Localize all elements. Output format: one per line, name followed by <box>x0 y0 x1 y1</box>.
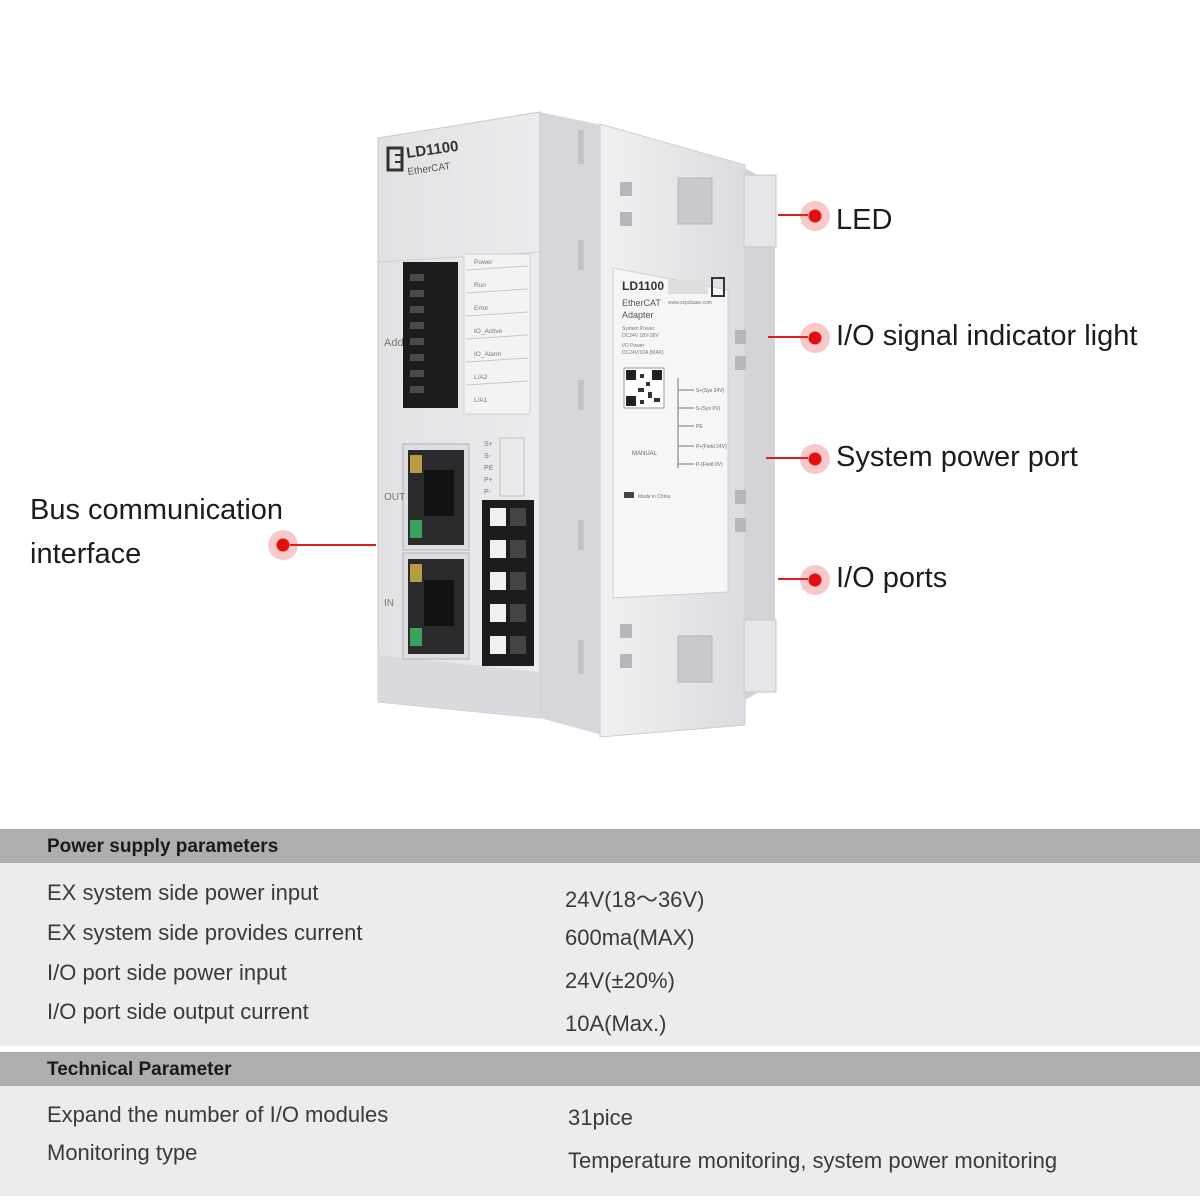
callout-line-bus <box>290 544 376 546</box>
rj45-port-out[interactable] <box>402 443 470 551</box>
callout-line-system-power <box>766 457 808 459</box>
side-terminal-label-1: S-(Sys 0V) <box>696 406 721 412</box>
terminal-label-p-plus: P+ <box>484 477 493 484</box>
technical-section-body: Expand the number of I/O modules 31pice … <box>0 1086 1200 1196</box>
side-terminal-label-4: P-(Field 0V) <box>696 462 723 468</box>
front-logo-icon <box>386 146 404 172</box>
side-label-small4: DC24V/10A (MAX) <box>622 350 664 356</box>
side-label-small3: I/O Power <box>622 343 645 349</box>
qr-code-icon <box>623 367 665 409</box>
callout-system-power: System power port <box>836 441 1078 473</box>
power-section-title: Power supply parameters <box>47 836 279 857</box>
side-label-made: Made in China <box>638 494 670 500</box>
side-label-line1: EtherCAT <box>622 298 661 308</box>
callout-bus-line2: interface <box>30 538 142 570</box>
side-label-line2: Adapter <box>622 310 654 320</box>
technical-row-1-label: Monitoring type <box>47 1140 198 1165</box>
brand-badge <box>668 280 708 294</box>
side-terminal-label-3: P+(Field 24V) <box>696 444 727 450</box>
callout-line-io-ports <box>778 578 808 580</box>
power-row-2-value: 24V(±20%) <box>565 968 675 993</box>
port-out-green-led <box>410 520 422 538</box>
port-in-amber-led <box>410 564 422 582</box>
side-label-manual: MANUAL <box>632 451 658 457</box>
callout-line-io-indicator <box>768 336 808 338</box>
power-row-0-value: 24V(18～36V) <box>565 887 705 912</box>
led-label-power: Power <box>474 259 493 266</box>
address-dip-switch[interactable] <box>403 262 458 408</box>
callout-dot-io-indicator <box>800 323 830 353</box>
terminal-label-s-minus: S- <box>484 453 492 460</box>
terminal-label-p-minus: P- <box>484 489 492 496</box>
side-label-sticker: LD1100 EtherCAT Adapter System Power DC2… <box>612 267 729 599</box>
port-in-label: IN <box>384 598 394 609</box>
technical-row-1-value: Temperature monitoring, system power mon… <box>568 1148 1058 1173</box>
callout-dot-system-power <box>800 444 830 474</box>
callout-bus-line1: Bus communication <box>30 494 284 526</box>
power-row-1-value: 600ma(MAX) <box>565 925 695 950</box>
terminal-label-s-plus: S+ <box>484 441 493 448</box>
callout-line-led <box>778 214 808 216</box>
led-label-io-active: IO_Active <box>474 328 503 335</box>
technical-row-0-value: 31pice <box>568 1105 633 1130</box>
side-terminal-label-2: PE <box>696 424 703 430</box>
side-label-small1: System Power <box>622 326 655 332</box>
callout-led: LED <box>836 204 893 236</box>
technical-row-0-label: Expand the number of I/O modules <box>47 1102 389 1127</box>
port-in-green-led <box>410 628 422 646</box>
led-label-io-alarm: IO_Alarm <box>474 351 501 358</box>
address-label: Add <box>384 337 404 349</box>
power-section-header: Power supply parameters <box>0 829 1200 863</box>
power-row-2-label: I/O port side power input <box>47 960 287 985</box>
callout-io-indicator: I/O signal indicator light <box>836 320 1138 352</box>
side-label-small2: DC24V 18V-36V <box>622 333 659 339</box>
power-row-1-label: EX system side provides current <box>47 920 363 945</box>
led-label-la2: L/A2 <box>474 374 488 381</box>
port-out-label: OUT <box>384 492 405 503</box>
terminal-label-pe: PE <box>484 465 494 472</box>
ce-mark-icon <box>624 492 634 498</box>
led-label-error: Error <box>474 305 489 312</box>
side-label-site: www.szpcbase.com <box>668 300 712 306</box>
power-row-0-label: EX system side power input <box>47 880 319 905</box>
side-logo-icon <box>711 277 725 297</box>
callout-dot-led <box>800 201 830 231</box>
power-row-3-value: 10A(Max.) <box>565 1011 667 1036</box>
power-section-body: EX system side power input 24V(18～36V) E… <box>0 863 1200 1046</box>
led-label-la1: L/A1 <box>474 397 488 404</box>
technical-section-header: Technical Parameter <box>0 1052 1200 1086</box>
module-front-panel: LD1100 EtherCAT Add <box>377 111 541 719</box>
port-out-amber-led <box>410 455 422 473</box>
io-terminal-block[interactable] <box>482 500 534 666</box>
callout-io-ports: I/O ports <box>836 562 948 594</box>
rj45-port-in[interactable] <box>402 552 470 660</box>
technical-section-title: Technical Parameter <box>47 1059 232 1080</box>
power-row-3-label: I/O port side output current <box>47 999 309 1024</box>
led-label-run: Run <box>474 282 486 289</box>
side-terminal-label-0: S+(Sys 24V) <box>696 388 725 394</box>
product-illustration: LD1100 EtherCAT Adapter System Power DC2… <box>377 111 777 738</box>
led-indicator-strip: Power Run Error IO_Active IO_Alarm L/A2 … <box>463 253 531 415</box>
callout-dot-io-ports <box>800 565 830 595</box>
side-label-model: LD1100 <box>622 279 664 293</box>
